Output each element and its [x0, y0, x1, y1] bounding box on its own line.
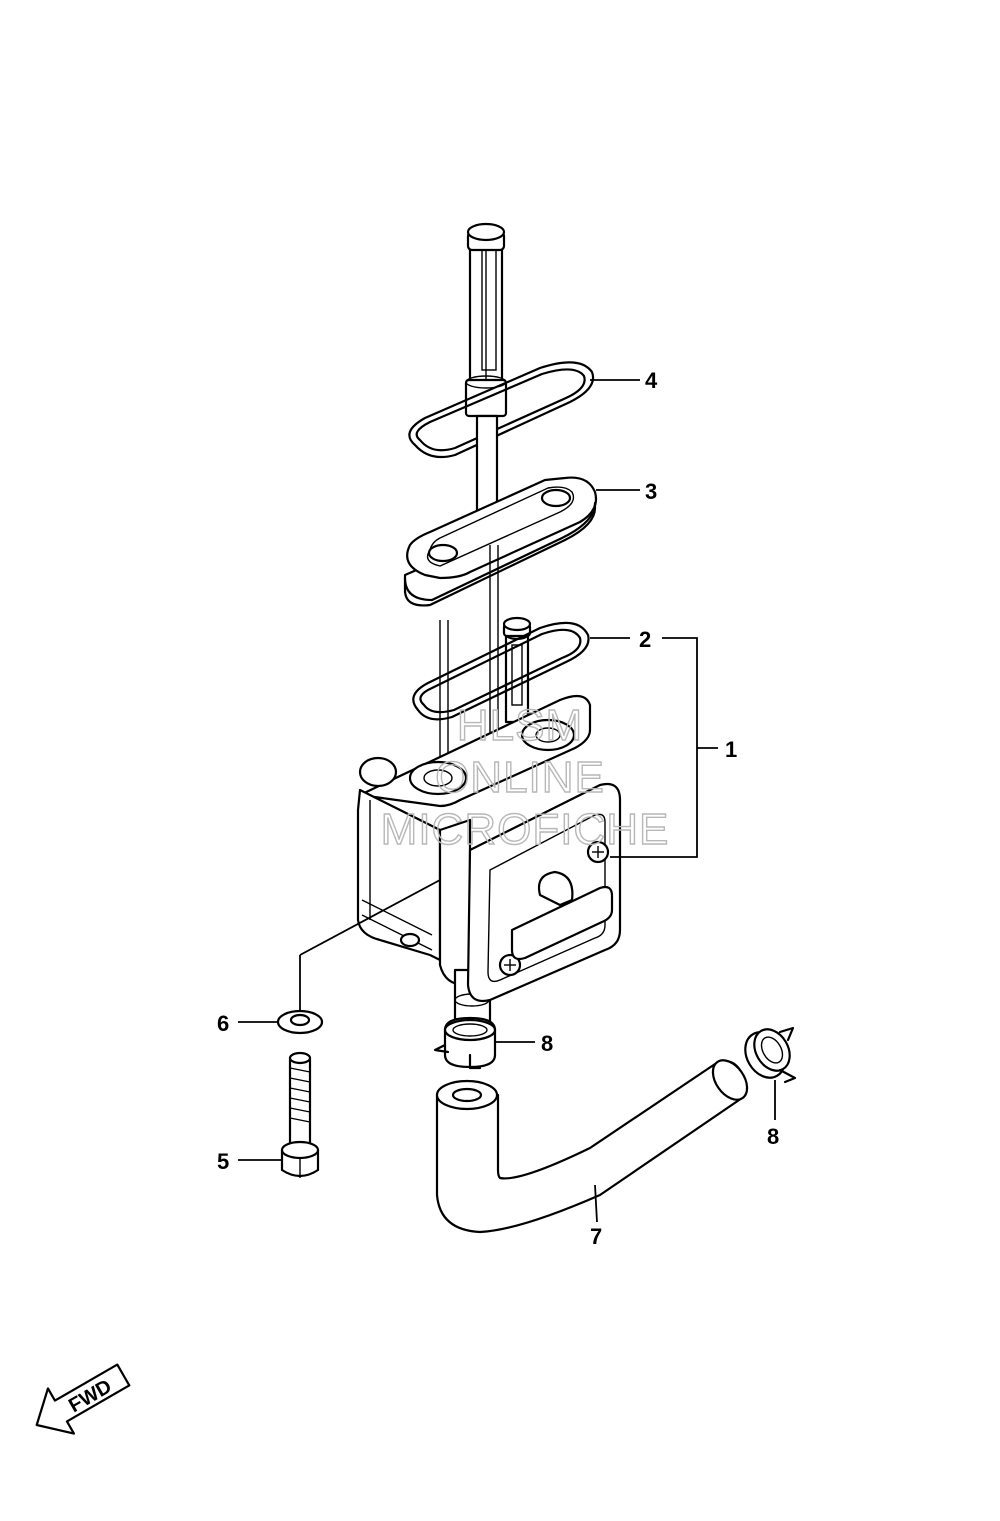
watermark: HLSM ONLINE MICROFICHE — [380, 700, 670, 854]
callout-2: 2 — [639, 627, 651, 652]
watermark-line-3: MICROFICHE — [381, 805, 670, 854]
part-2-valve-inner-strainer-and-o-ring — [412, 545, 590, 800]
part-8-hose-clip-right — [744, 1026, 797, 1084]
callout-7: 7 — [590, 1224, 602, 1249]
fwd-direction-arrow: FWD — [35, 1363, 131, 1435]
part-6-washer — [276, 955, 324, 1035]
leader-lines — [238, 379, 776, 1223]
watermark-line-1: HLSM — [457, 701, 583, 750]
callout-5: 5 — [217, 1149, 229, 1174]
part-1-fuel-valve-body — [299, 694, 622, 1040]
part-5-bolt — [280, 1051, 320, 1178]
callout-4: 4 — [645, 368, 658, 393]
callout-8-upper: 8 — [541, 1031, 553, 1056]
part-7-fuel-hose — [435, 1059, 749, 1234]
part-8-hose-clip-upper — [433, 1016, 497, 1070]
watermark-line-2: ONLINE — [435, 753, 605, 802]
callouts: 4 3 2 1 6 5 8 8 7 — [217, 368, 779, 1249]
callout-3: 3 — [645, 479, 657, 504]
fwd-arrow-icon — [35, 1363, 131, 1435]
callout-1: 1 — [725, 737, 737, 762]
callout-6: 6 — [217, 1011, 229, 1036]
part-3-gasket — [403, 476, 598, 607]
callout-8-right: 8 — [767, 1124, 779, 1149]
